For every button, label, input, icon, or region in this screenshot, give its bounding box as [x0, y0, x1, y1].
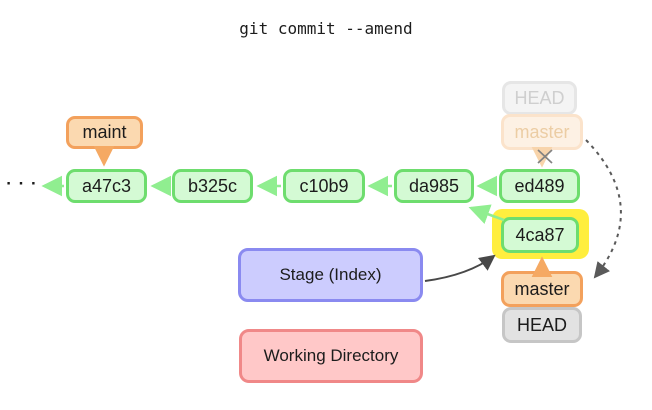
- master-label: master: [514, 278, 570, 299]
- stage-index-box: Stage (Index): [238, 248, 423, 302]
- maint-label: maint: [82, 122, 127, 142]
- old-master-ref: master: [501, 114, 583, 150]
- commit-node-4ca87: 4ca87: [501, 217, 579, 253]
- commit-node-c10b9: c10b9: [283, 169, 365, 203]
- arrow-stage-to-4ca87: [424, 254, 496, 282]
- old-master-label: master: [514, 121, 570, 142]
- working-directory-label: Working Directory: [263, 346, 399, 365]
- removed-pointer-cross-icon: [537, 149, 553, 164]
- head-ref: HEAD: [502, 307, 582, 343]
- old-head-label: HEAD: [514, 87, 565, 108]
- arrow-old-master-to-new-master-dashed: [585, 139, 622, 279]
- history-ellipsis: · · ·: [6, 174, 38, 193]
- commit-label: c10b9: [299, 175, 349, 196]
- commit-label: 4ca87: [515, 224, 565, 245]
- commit-node-b325c: b325c: [172, 169, 253, 203]
- commit-label: b325c: [187, 175, 238, 196]
- commit-node-a47c3: a47c3: [66, 169, 147, 203]
- commit-label: ed489: [514, 175, 565, 196]
- maint-ref: maint: [66, 116, 143, 149]
- master-ref: master: [501, 271, 583, 307]
- commit-label: da985: [408, 175, 460, 196]
- commit-label: a47c3: [81, 175, 132, 196]
- working-directory-box: Working Directory: [239, 329, 423, 383]
- head-label: HEAD: [516, 314, 567, 335]
- commit-node-ed489: ed489: [499, 169, 580, 203]
- old-head-ref: HEAD: [502, 81, 577, 115]
- commit-node-da985: da985: [394, 169, 474, 203]
- stage-index-label: Stage (Index): [279, 265, 382, 284]
- diagram-title: git commit --amend: [239, 19, 413, 38]
